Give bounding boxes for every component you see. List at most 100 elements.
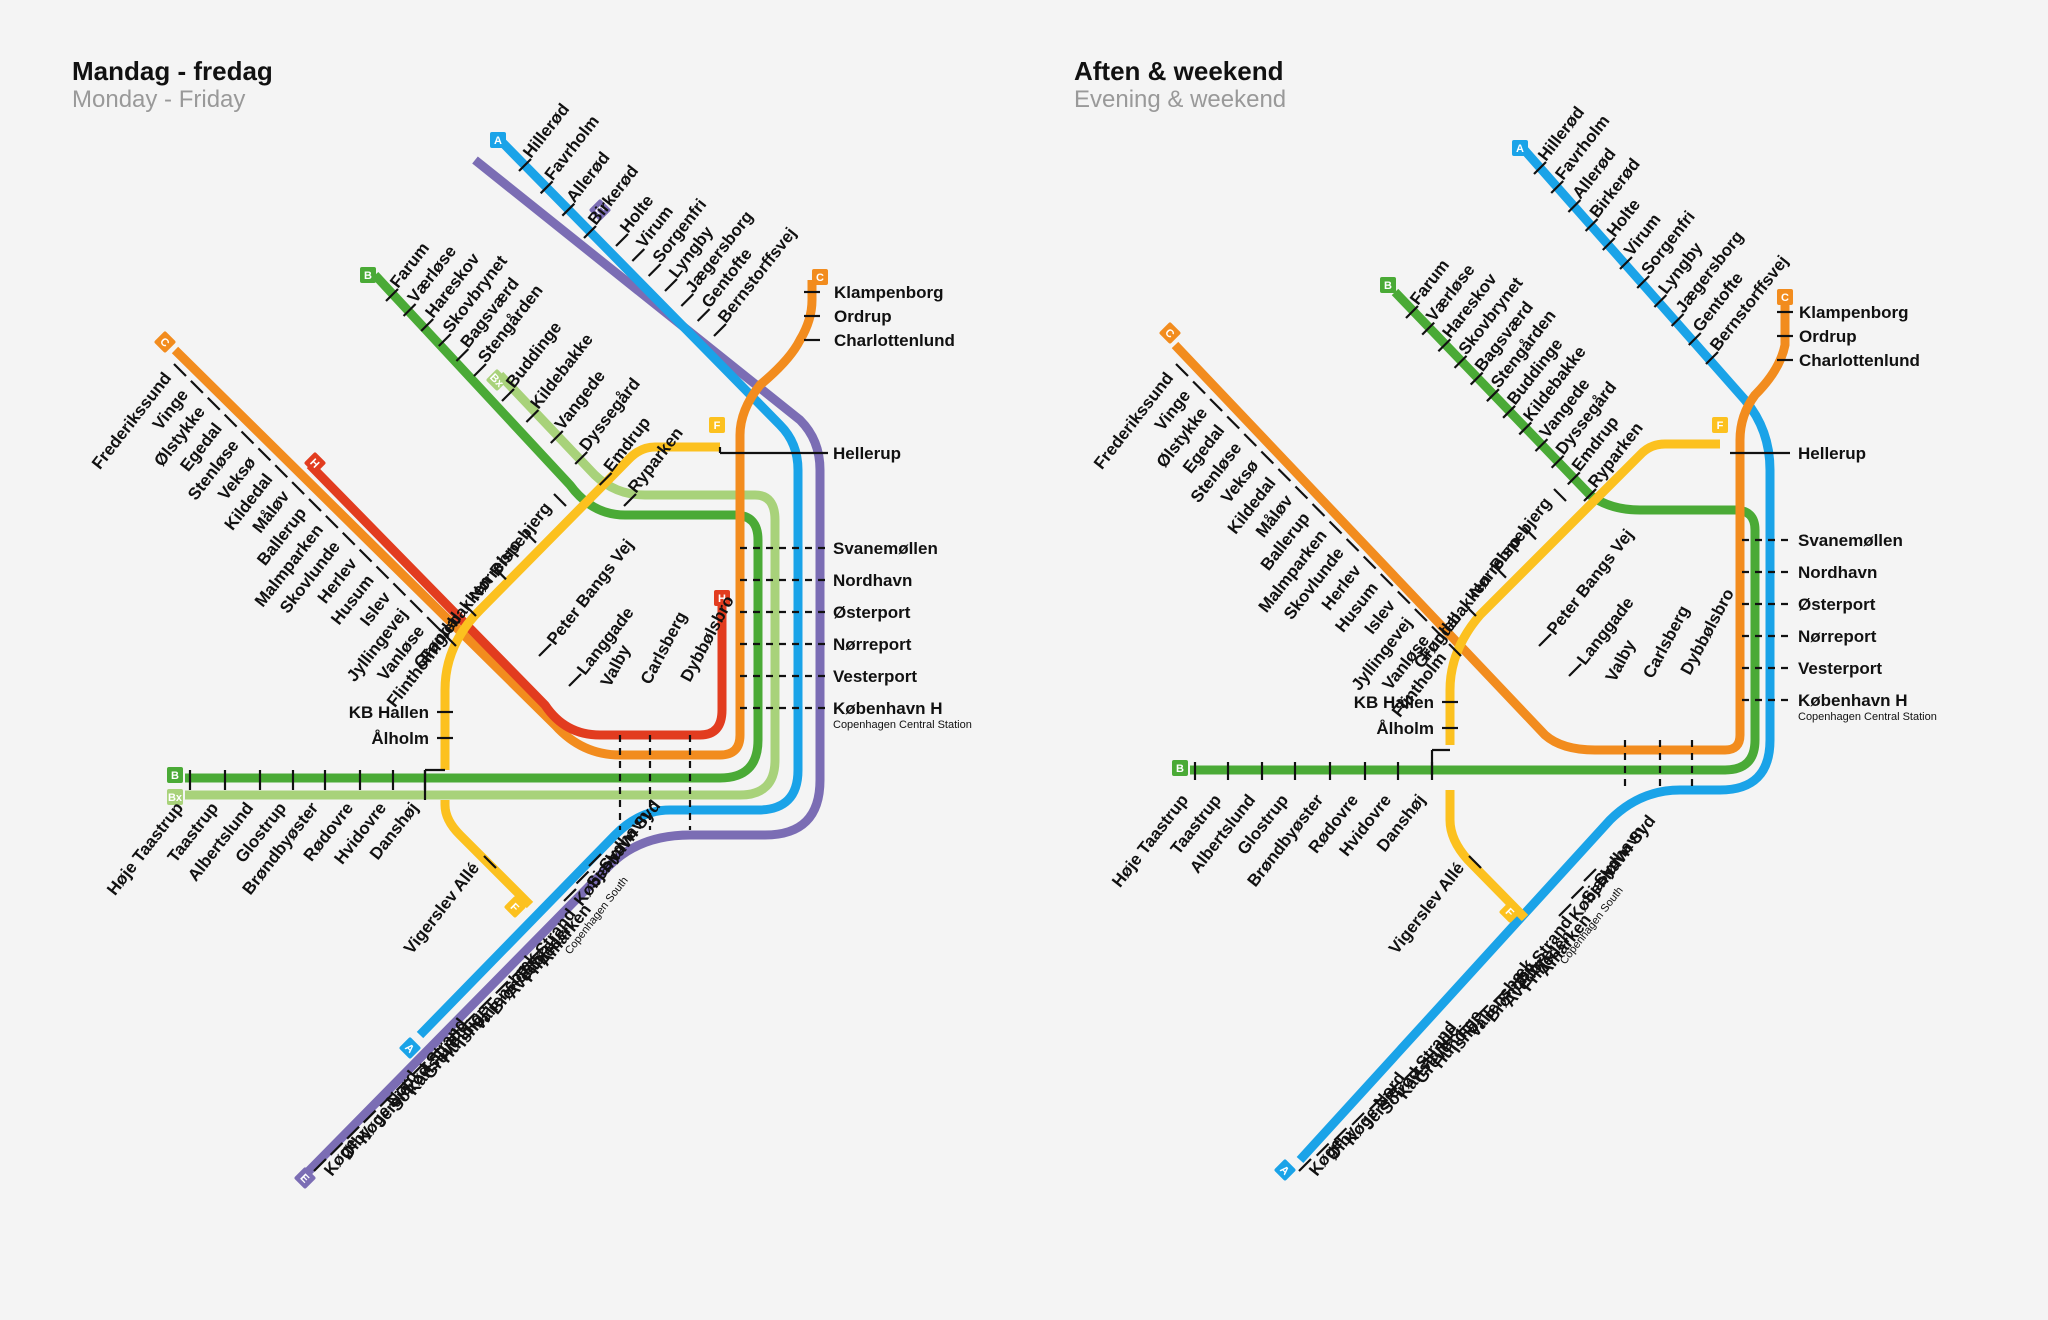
line-a-path: [1296, 142, 1775, 1164]
station-tick: [420, 318, 434, 332]
station-label: Charlottenlund: [1799, 351, 1920, 370]
line-badge-h: H: [304, 452, 326, 474]
station-tick: [664, 278, 678, 292]
station-label: Svanemøllen: [833, 539, 938, 558]
station-tick: [1421, 321, 1435, 336]
line-e-path: [296, 156, 825, 1184]
station-tick: [1653, 294, 1668, 308]
station-tick: [341, 531, 356, 546]
station-tick: [1311, 503, 1326, 517]
station-tick: [1422, 1050, 1436, 1065]
station-tick: [1437, 338, 1452, 353]
station-tick: [240, 430, 255, 445]
badge-label: A: [494, 135, 502, 147]
station-tick: [443, 633, 457, 647]
station-tick: [395, 1077, 410, 1092]
station-tick: [1523, 526, 1537, 541]
badge-bg: [1777, 289, 1793, 305]
badge-bg: [1512, 140, 1528, 156]
station-tick: [257, 447, 272, 462]
station-tick: [1538, 633, 1552, 647]
line-badge-c: C: [1777, 289, 1793, 305]
badge-bg: [504, 896, 526, 918]
station-tick: [385, 288, 399, 302]
station-tick: [1619, 256, 1633, 270]
station-tick: [1368, 1096, 1383, 1111]
badge-label: C: [816, 272, 824, 284]
station-tick: [1528, 958, 1542, 972]
station-label: Østerport: [833, 603, 911, 622]
station-tick: [615, 233, 629, 247]
station-tick: [1362, 555, 1377, 570]
station-tick: [1534, 438, 1549, 452]
station-tick: [473, 363, 487, 377]
line-badge-a: A: [1274, 1159, 1296, 1181]
station-label: Vesterport: [833, 667, 917, 686]
badge-bg: [709, 417, 725, 433]
station-tick: [1602, 237, 1616, 251]
station-label: Hellerup: [833, 444, 901, 463]
badge-label: Bx: [168, 792, 183, 804]
badge-bg: [714, 590, 730, 606]
station-tick: [1453, 355, 1468, 369]
badge-bg: [812, 269, 828, 285]
station-tick: [1386, 1081, 1401, 1095]
station-label: Svanemøllen: [1798, 531, 1903, 550]
station-tick: [1345, 538, 1360, 552]
station-tick: [308, 498, 322, 512]
line-c-path: [1171, 300, 1790, 755]
station-tick: [1568, 663, 1582, 677]
station-tick: [1550, 180, 1564, 194]
badge-label: A: [1516, 143, 1524, 155]
station-tick: [1486, 388, 1500, 402]
badge-bg: [154, 331, 176, 353]
station-tick: [511, 964, 526, 978]
station-tick: [1492, 988, 1507, 1003]
badge-bg: [589, 199, 611, 221]
station-tick: [647, 263, 662, 277]
station-tick: [426, 616, 440, 630]
station-tick: [1294, 485, 1309, 500]
station-tick: [1558, 903, 1572, 917]
station-label: Ålholm: [371, 729, 429, 748]
weekday-heading: Mandag - fredag Monday - Friday: [72, 56, 273, 114]
station-label: Ordrup: [1799, 327, 1857, 346]
station-tick: [1705, 351, 1719, 365]
station-tick: [190, 380, 204, 394]
station-tick: [1379, 573, 1394, 587]
central-subtitle: Copenhagen Central Station: [833, 719, 972, 731]
station-label: København H: [1798, 691, 1908, 710]
station-tick: [493, 566, 507, 581]
station-label: Nordhavn: [1798, 563, 1877, 582]
station-label: Vigerslev Allé: [400, 859, 483, 958]
station-tick: [1298, 1158, 1312, 1172]
station-tick: [1192, 380, 1206, 395]
line-a-path: [416, 136, 803, 1039]
badge-bg: [304, 452, 326, 474]
badge-bg: [294, 1167, 316, 1189]
badge-label: B: [1384, 280, 1392, 292]
station-label: Nørreport: [833, 635, 912, 654]
station-tick: [478, 996, 493, 1011]
station-tick: [1414, 608, 1428, 622]
weekend-heading: Aften & weekend Evening & weekend: [1074, 56, 1286, 114]
station-label: Hellerup: [1798, 444, 1866, 463]
station-tick: [696, 308, 711, 322]
station-tick: [1518, 421, 1533, 436]
station-tick: [438, 333, 452, 347]
line-b-path: [185, 271, 763, 783]
station-label: KB Hallen: [1354, 693, 1434, 712]
station-tick: [428, 1045, 443, 1059]
weekday-title: Mandag - fredag: [72, 56, 273, 86]
station-tick: [1175, 363, 1189, 377]
line-badge-h: H: [714, 590, 730, 606]
station-tick: [274, 464, 289, 479]
station-label: Ålholm: [1376, 719, 1434, 738]
line-c-path: [171, 280, 817, 760]
station-tick: [1502, 405, 1516, 419]
badge-label: B: [364, 270, 372, 282]
station-tick: [1243, 433, 1258, 447]
badge-label: F: [714, 420, 721, 432]
weekday-subtitle: Monday - Friday: [72, 86, 246, 113]
station-tick: [1570, 885, 1585, 900]
